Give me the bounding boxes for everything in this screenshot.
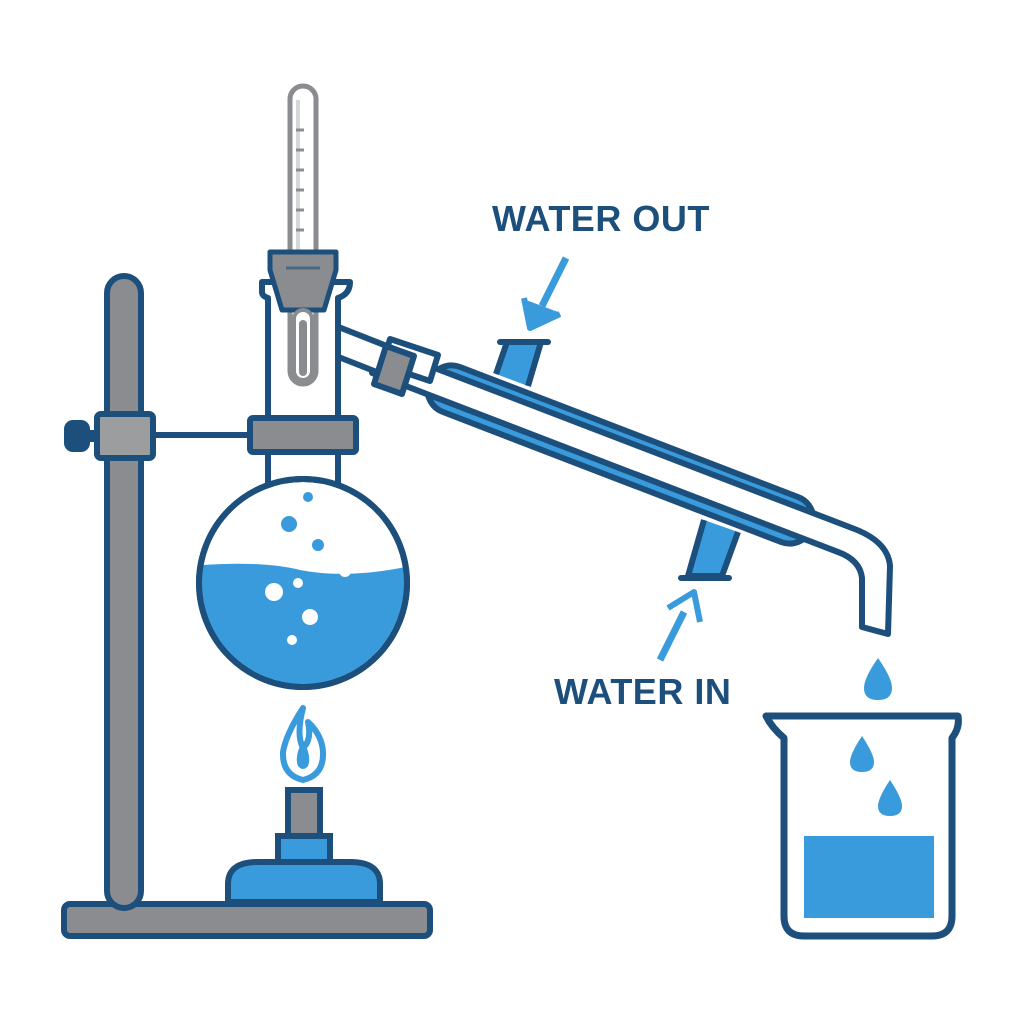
beaker — [762, 712, 962, 940]
boss-head — [94, 411, 156, 461]
bunsen-burner — [225, 705, 383, 905]
thermometer-scale — [296, 128, 304, 232]
retort-stand — [61, 273, 433, 939]
stand-rod — [104, 273, 144, 911]
burner-tube — [285, 787, 323, 841]
water-in-port — [685, 519, 741, 579]
droplet-icon — [850, 736, 874, 772]
burner-base — [225, 859, 383, 905]
water-out-label: WATER OUT — [492, 198, 710, 239]
water-out-port — [493, 339, 544, 387]
burner-collar — [275, 833, 333, 865]
side-arm-stopper — [371, 343, 417, 397]
flask-liquid — [202, 563, 404, 684]
clamp-knob-stem — [86, 430, 98, 442]
water-in-label: WATER IN — [554, 671, 732, 712]
flask-clamp — [247, 415, 359, 455]
water-out-arrow — [521, 256, 570, 331]
neck-stopper — [267, 249, 339, 313]
droplet-icon — [864, 658, 892, 700]
condenser — [369, 336, 893, 637]
condenser-inner-tube — [369, 344, 893, 637]
clamp-knob — [64, 420, 90, 452]
thermometer-icon — [267, 83, 339, 387]
distillation-flask — [196, 279, 417, 690]
beaker-liquid — [804, 836, 934, 918]
droplet-icon — [878, 780, 902, 816]
boiling-bubbles — [281, 492, 324, 551]
water-in-arrow — [656, 589, 703, 662]
liquid-bubbles — [265, 565, 351, 645]
